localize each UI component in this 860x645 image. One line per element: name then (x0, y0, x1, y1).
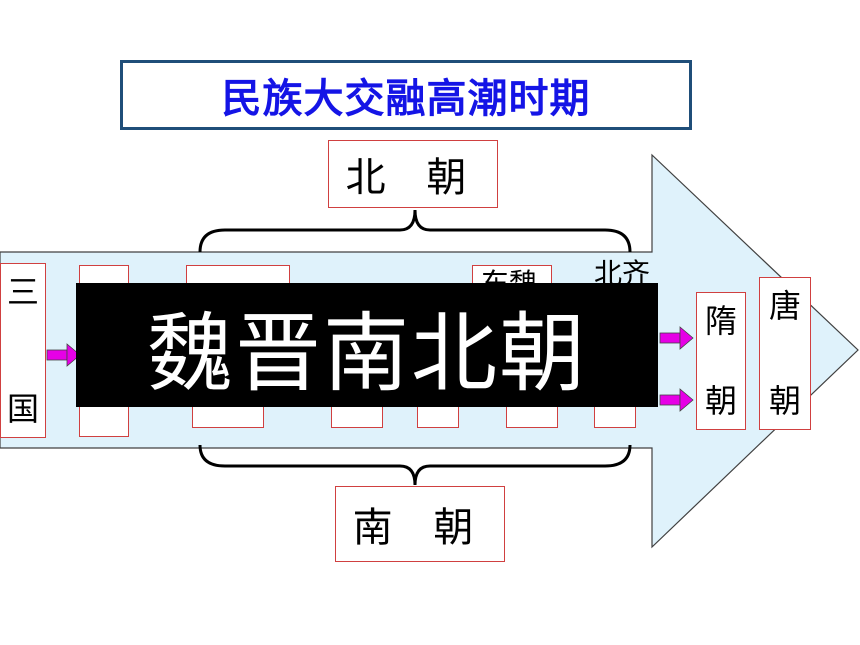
sui-char-1: 隋 (704, 302, 737, 340)
southern-dynasties-label: 南 朝 (335, 486, 505, 562)
northern-dynasties-text: 北 朝 (345, 155, 481, 201)
northern-dynasties-label: 北 朝 (328, 140, 498, 208)
small-arrow-left (46, 343, 81, 367)
title-box: 民族大交融高潮时期 (120, 60, 692, 130)
period-banner: 魏晋南北朝 (76, 283, 658, 407)
tang-char-1: 唐 (768, 287, 801, 325)
three-kingdoms-char-1: 三 (6, 273, 39, 311)
title-text: 民族大交融高潮时期 (221, 76, 591, 122)
sui-char-2: 朝 (704, 382, 737, 420)
upper-brace (198, 209, 632, 253)
northern-qi-box: 北齐 (594, 258, 658, 288)
period-banner-text: 魏晋南北朝 (147, 303, 587, 404)
small-arrow-upper-right (659, 326, 694, 350)
lower-brace (198, 444, 632, 486)
three-kingdoms-char-2: 国 (6, 390, 39, 428)
small-arrow-lower-right (659, 388, 694, 412)
tang-char-2: 朝 (768, 382, 801, 420)
sui-dynasty-box: 隋 朝 (696, 292, 746, 430)
three-kingdoms-box: 三 国 (0, 263, 46, 438)
northern-qi-text: 北齐 (594, 257, 651, 290)
southern-dynasties-text: 南 朝 (352, 505, 488, 551)
tang-dynasty-box: 唐 朝 (759, 277, 811, 430)
